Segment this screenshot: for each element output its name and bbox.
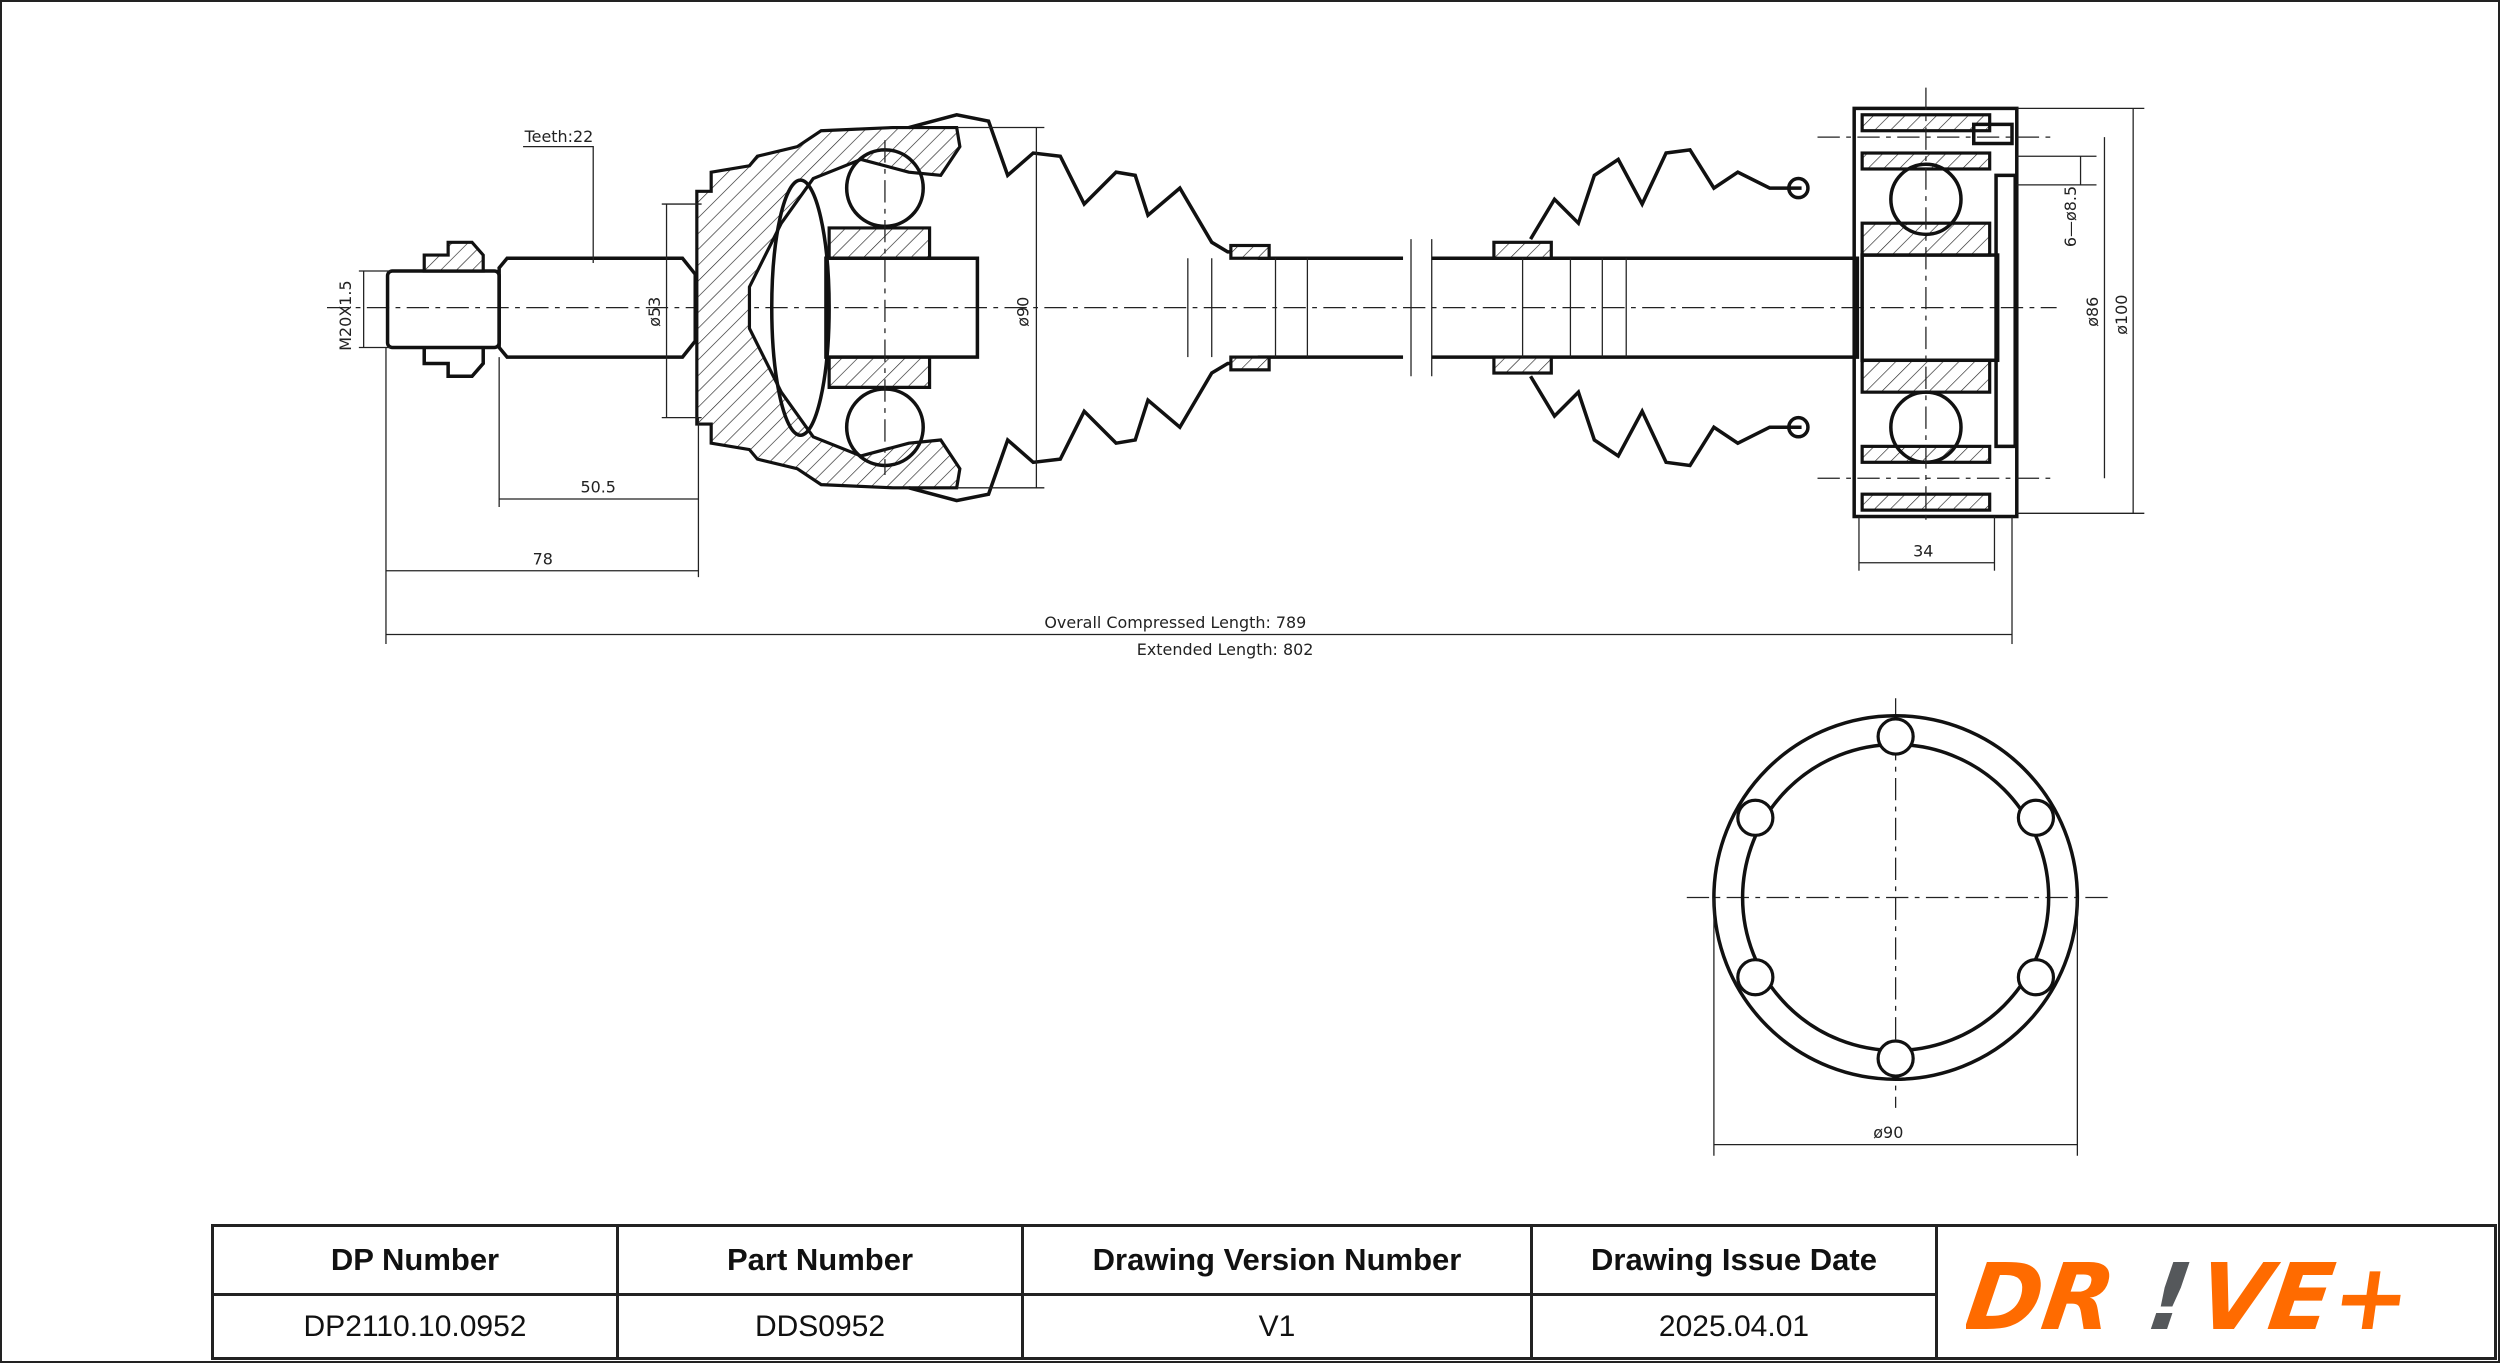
thread-label: M20X1.5	[336, 280, 355, 350]
dia-86-label: ø86	[2083, 297, 2102, 327]
dimensions: Teeth:22 M20X1.5 ø53 ø90 50.5 78 Overall…	[336, 107, 2145, 659]
outer-cv-joint	[385, 112, 1404, 503]
dia-90-boot-label: ø90	[1013, 297, 1032, 327]
flange-end-view: ø90	[1686, 698, 2108, 1156]
dp-number-header: DP Number	[214, 1227, 616, 1296]
svg-text:VE+: VE+	[2191, 1247, 2417, 1337]
part-number-header: Part Number	[619, 1227, 1021, 1296]
inner-cv-joint	[1431, 87, 2057, 527]
drive-plus-logo: DR ! VE+	[1938, 1227, 2494, 1357]
flange-dia-90-label: ø90	[1873, 1123, 1903, 1142]
svg-text:!: !	[2141, 1247, 2198, 1337]
overall-compressed-length: Overall Compressed Length: 789	[1044, 613, 1306, 632]
length-78: 78	[533, 549, 553, 568]
version-header: Drawing Version Number	[1024, 1227, 1530, 1296]
title-block: DP Number DP2110.10.0952 Part Number DDS…	[211, 1224, 2497, 1360]
dp-number-column: DP Number DP2110.10.0952	[214, 1227, 619, 1357]
issue-date-column: Drawing Issue Date 2025.04.01	[1533, 1227, 1938, 1357]
svg-text:DR: DR	[1966, 1247, 2122, 1337]
teeth-label: Teeth:22	[524, 127, 594, 146]
extended-length: Extended Length: 802	[1137, 640, 1314, 659]
part-number-column: Part Number DDS0952	[619, 1227, 1024, 1357]
holes-label: 6—ø8.5	[2061, 186, 2080, 247]
length-50-5: 50.5	[580, 478, 616, 497]
dia-53-label: ø53	[645, 297, 664, 327]
dp-number-value: DP2110.10.0952	[303, 1309, 527, 1343]
part-number-value: DDS0952	[754, 1309, 886, 1343]
width-34: 34	[1913, 541, 1933, 560]
version-value: V1	[1258, 1309, 1296, 1343]
version-column: Drawing Version Number V1	[1024, 1227, 1533, 1357]
logo-image: DR ! VE+	[1966, 1247, 2418, 1337]
issue-date-header: Drawing Issue Date	[1533, 1227, 1935, 1296]
issue-date-value: 2025.04.01	[1658, 1309, 1810, 1343]
dia-100-label: ø100	[2112, 295, 2131, 335]
